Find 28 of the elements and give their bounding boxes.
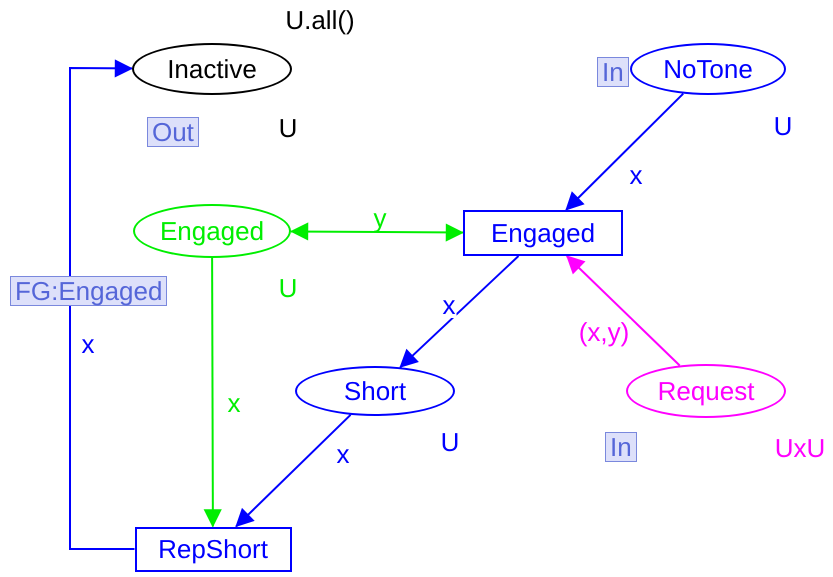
port-tag: FG:Engaged [10, 276, 168, 306]
arc-arrow [565, 93, 684, 211]
port-tag: Out [147, 117, 199, 147]
node-label: RepShort [158, 534, 268, 564]
transition-box [134, 526, 292, 572]
port-tag: In [605, 432, 637, 462]
arc-arrow [204, 258, 222, 528]
node-label: Inactive [167, 54, 257, 84]
node-label: Engaged [160, 216, 264, 246]
node-label: Engaged [490, 218, 596, 248]
node-label: Request [658, 376, 754, 406]
arc-arrow [399, 255, 520, 368]
arc-arrow [235, 414, 352, 528]
node-label: Short [344, 376, 406, 406]
colour-set-label: U [774, 113, 792, 139]
colour-set-label: U [440, 429, 460, 455]
arc-inscription: (x,y) [578, 319, 630, 345]
arc-arrow [566, 255, 680, 366]
transition-box [463, 210, 623, 256]
port-tag: In [597, 57, 629, 87]
arc-arrow [290, 222, 464, 242]
colour-set-label: U [278, 115, 298, 141]
colour-set-label: UxU [774, 435, 826, 461]
node-label: NoTone [663, 54, 753, 84]
place-ellipse [630, 43, 786, 95]
arc-arrow [69, 59, 134, 550]
colour-set-label: U.all() [285, 7, 355, 33]
colour-set-label: U [278, 275, 298, 301]
